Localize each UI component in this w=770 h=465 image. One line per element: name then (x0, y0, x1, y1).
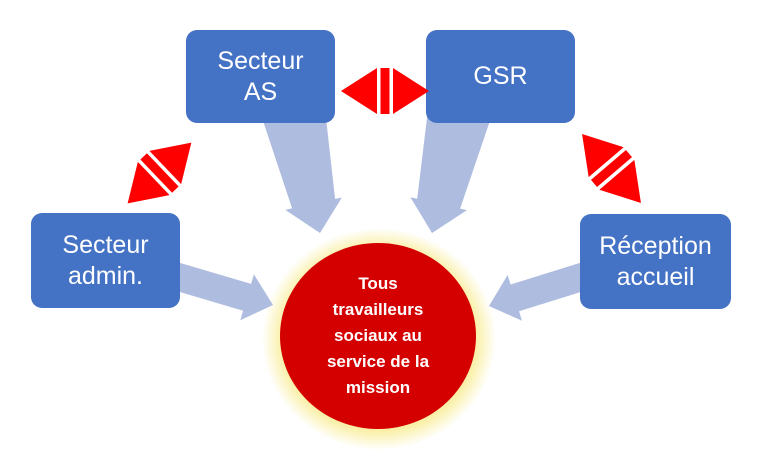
node-center-mission-label: Tous travailleurs sociaux au service de … (326, 274, 430, 397)
node-reception-accueil: Réception accueil (580, 214, 731, 309)
node-secteur-as-label: Secteur AS (217, 46, 304, 106)
node-reception-accueil-label: Réception accueil (599, 231, 712, 291)
node-gsr: GSR (426, 30, 575, 123)
double-arrow-secteur-as-gsr-icon (341, 68, 429, 114)
block-arrow-reception-to-center-icon (489, 262, 590, 321)
double-arrow-secteur-admin-secteur-as-icon (127, 142, 192, 204)
double-arrow-gsr-reception-icon (582, 134, 641, 203)
node-secteur-as: Secteur AS (186, 30, 335, 123)
node-center-mission: Tous travailleurs sociaux au service de … (280, 243, 476, 429)
node-secteur-admin-label: Secteur admin. (62, 230, 149, 290)
block-arrow-secteur-admin-to-center-icon (171, 262, 273, 321)
node-secteur-admin: Secteur admin. (31, 213, 180, 308)
node-gsr-label: GSR (473, 62, 528, 90)
